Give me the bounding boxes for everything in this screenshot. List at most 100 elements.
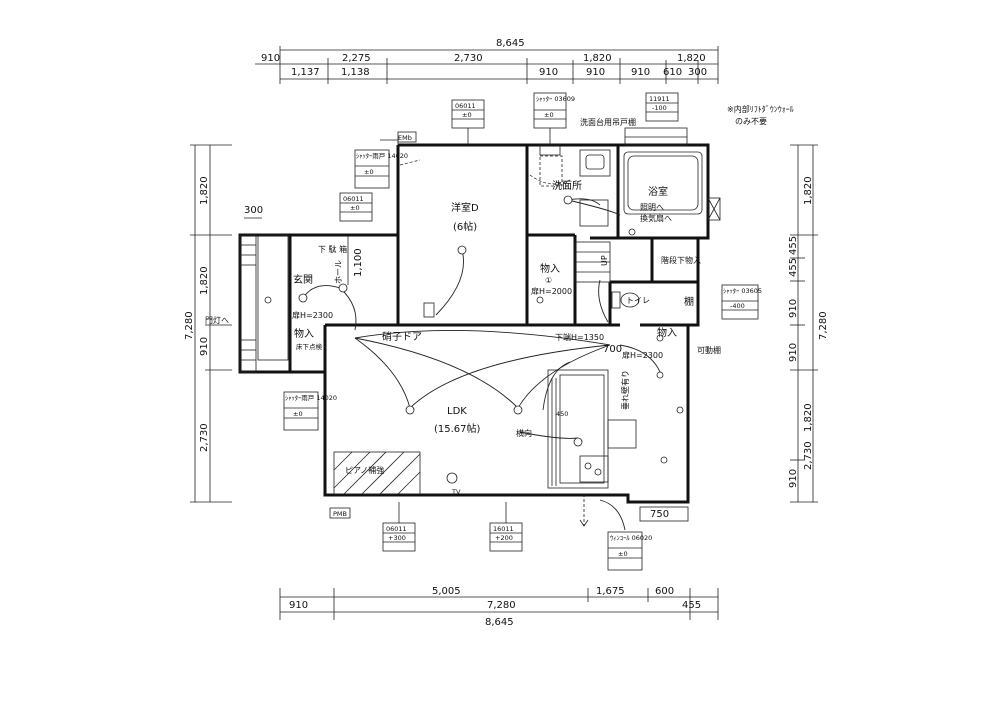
dim-top-2275: 2,275: [342, 53, 371, 64]
window-code: 16011: [493, 525, 514, 533]
window-code: ｼｬｯﾀｰ 03609: [536, 95, 575, 103]
window-code: 11911: [649, 95, 670, 103]
dim-left-1820b: 1,820: [199, 266, 210, 295]
dim-right-910b: 910: [788, 343, 799, 362]
dim-right-1820a: 1,820: [803, 176, 814, 205]
room-toilet: トイレ: [626, 296, 650, 305]
window-height: ±0: [293, 410, 303, 418]
dim-top-1137: 1,137: [291, 67, 320, 78]
dim-top-910c: 910: [631, 67, 650, 78]
room-yoshitsu: 洋室D: [451, 201, 479, 214]
light-icon: [338, 283, 348, 293]
dim-top-1138: 1,138: [341, 67, 370, 78]
room-monoire3-door: 扉H=2300: [622, 350, 663, 360]
room-senmenjo: 洗面所: [552, 180, 582, 192]
window-tag: 11911 -100: [645, 92, 679, 122]
electrical-wiring: [302, 159, 661, 531]
meter-icon: [329, 507, 351, 519]
light-icon: [660, 456, 668, 464]
dim-left-910: 910: [199, 337, 210, 356]
vent-icon: [707, 197, 721, 221]
dim-top-1820b: 1,820: [677, 53, 706, 64]
label-pmb: PMB: [333, 510, 347, 518]
up-label: UP: [600, 255, 609, 266]
dim-top-1820a: 1,820: [583, 53, 612, 64]
window-tag: ｳｨﾝｺｰﾙ 06020 ±0: [607, 531, 652, 571]
room-monoire1-sub: ①: [545, 276, 552, 285]
light-icon: [676, 406, 684, 414]
switch-icon: [423, 302, 435, 318]
light-icon: [628, 228, 636, 236]
light-icon: [656, 371, 664, 379]
window-code: ｳｨﾝｺｰﾙ 06020: [610, 534, 652, 542]
dim-left-2730: 2,730: [199, 423, 210, 452]
dim-left-7280: 7,280: [184, 311, 195, 340]
light-icon: [573, 437, 583, 447]
tv-outlet-icon: [446, 472, 458, 484]
dim-inner-750: 750: [650, 509, 669, 520]
stairs-and-kitchen: UP 450 垂れ壁有り: [539, 144, 640, 489]
room-monoire1: 物入: [540, 262, 560, 275]
dim-bottom-600: 600: [655, 586, 674, 597]
window-tag: 16011 +200: [489, 502, 523, 552]
dim-top-910: 910: [261, 53, 280, 64]
light-icon: [513, 405, 523, 415]
dim-bottom-910: 910: [289, 600, 308, 611]
note-line-1: ※内部ﾘﾌﾄﾀﾞｳﾝｳｫｰﾙ: [727, 104, 794, 114]
room-monoire3: 物入: [657, 326, 677, 339]
room-shitabako: 下 駄 箱: [318, 244, 347, 254]
dim-bottom-total: 8,645: [485, 617, 514, 628]
dim-top-910b: 910: [586, 67, 605, 78]
dim-bottom-5005: 5,005: [432, 586, 461, 597]
window-code: 06011: [343, 195, 364, 203]
label-shoumei: 照明へ: [640, 203, 664, 212]
room-monoire2-door: 扉H=2300: [292, 310, 333, 320]
num-450: 450: [556, 410, 568, 418]
dim-bottom-1675: 1,675: [596, 586, 625, 597]
window-height: ±0: [462, 111, 472, 119]
light-icon: [264, 296, 272, 304]
light-icon: [457, 245, 467, 255]
label-kankisen: 換気扇へ: [640, 213, 672, 223]
dim-inner-700: 700: [603, 344, 622, 355]
window-tag: ｼｬｯﾀｰ 03609 ±0: [533, 92, 575, 145]
window-code: 06011: [455, 102, 476, 110]
room-genkan: 玄関: [293, 273, 313, 286]
dim-left-1820a: 1,820: [199, 176, 210, 205]
note-line-2: のみ不要: [735, 117, 767, 126]
label-senmen-tsuri: 洗面台用吊戸棚: [580, 117, 636, 127]
window-tag: ｼｬｯﾀｰ雨戸 14020 ±0: [283, 391, 337, 431]
window-tags: 06011 ±0 ｼｬｯﾀｰ 03609 ±0 11911 -100 ｼｬｯﾀｰ…: [283, 92, 762, 571]
label-emb: EMb: [398, 134, 412, 142]
dim-right-455a: 455: [788, 258, 799, 277]
window-height: ±0: [364, 168, 374, 176]
light-icon: [298, 293, 308, 303]
label-shitawaku: 下端H=1350: [555, 332, 604, 342]
window-tag: 06011 ±0: [339, 192, 373, 222]
room-ldk: LDK: [447, 406, 467, 417]
dim-left-300: 300: [244, 205, 263, 216]
window-code: ｼｬｯﾀｰ雨戸 14020: [356, 152, 408, 160]
dim-bottom-7280: 7,280: [487, 600, 516, 611]
bottom-dimensions: 5,005 1,675 600 910 7,280 455 8,645: [279, 586, 719, 628]
piano-reinforcement: ピアノ補強: [333, 451, 421, 495]
dim-bottom-455: 455: [682, 600, 701, 611]
dim-right-1820b: 1,820: [803, 403, 814, 432]
room-yokushitsu: 浴室: [648, 185, 668, 198]
ceiling-lights: [264, 195, 684, 484]
window-tag: 06011 +300: [382, 502, 416, 552]
window-height: ±0: [618, 550, 628, 558]
light-icon: [536, 296, 544, 304]
meter-icon: [397, 131, 417, 143]
misc-symbols: [329, 131, 721, 527]
dim-top-total: 8,645: [496, 38, 525, 49]
window-code: ｼｬｯﾀｰ雨戸 14020: [285, 394, 337, 402]
dim-top-300: 300: [688, 67, 707, 78]
window-height: ±0: [544, 111, 554, 119]
window-tag: ｼｬｯﾀｰ雨戸 14020 ±0: [354, 149, 408, 189]
window-height: ±0: [350, 204, 360, 212]
room-monoire2: 物入: [294, 327, 314, 340]
room-ldk-size: (15.67帖): [434, 422, 481, 435]
label-garasu-door: 硝子ドア: [382, 330, 422, 343]
label-monto: 門灯へ: [205, 315, 229, 325]
